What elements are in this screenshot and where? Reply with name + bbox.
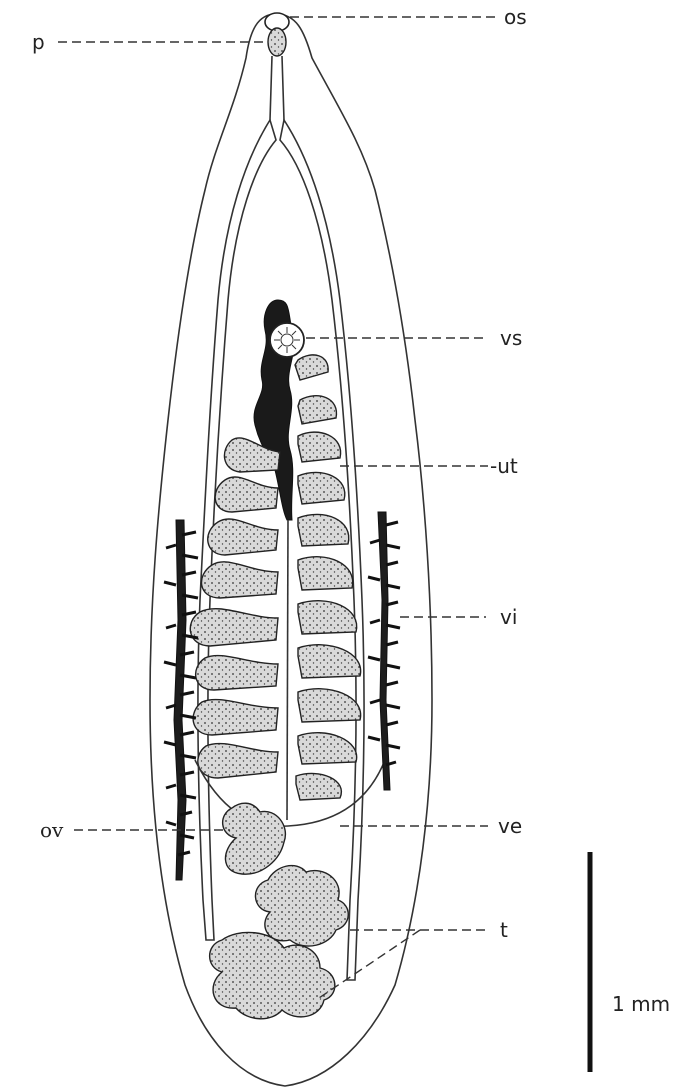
label-os: os bbox=[504, 5, 527, 29]
label-ut: -ut bbox=[490, 454, 518, 478]
label-ve: ve bbox=[498, 814, 522, 838]
label-vi: vi bbox=[500, 605, 517, 629]
ovary bbox=[223, 803, 286, 874]
pharynx bbox=[268, 28, 286, 56]
vitellaria-right bbox=[368, 512, 400, 790]
label-vs: vs bbox=[500, 326, 522, 350]
scale-bar-label: 1 mm bbox=[612, 992, 670, 1016]
label-p: p bbox=[32, 30, 45, 54]
uterus-stem bbox=[287, 520, 288, 820]
label-ov: ov bbox=[40, 818, 64, 842]
caecum-right bbox=[280, 120, 364, 980]
label-t: t bbox=[500, 918, 508, 942]
testis-anterior bbox=[255, 866, 348, 947]
esophagus bbox=[270, 56, 284, 120]
vitellaria-left bbox=[164, 520, 198, 880]
